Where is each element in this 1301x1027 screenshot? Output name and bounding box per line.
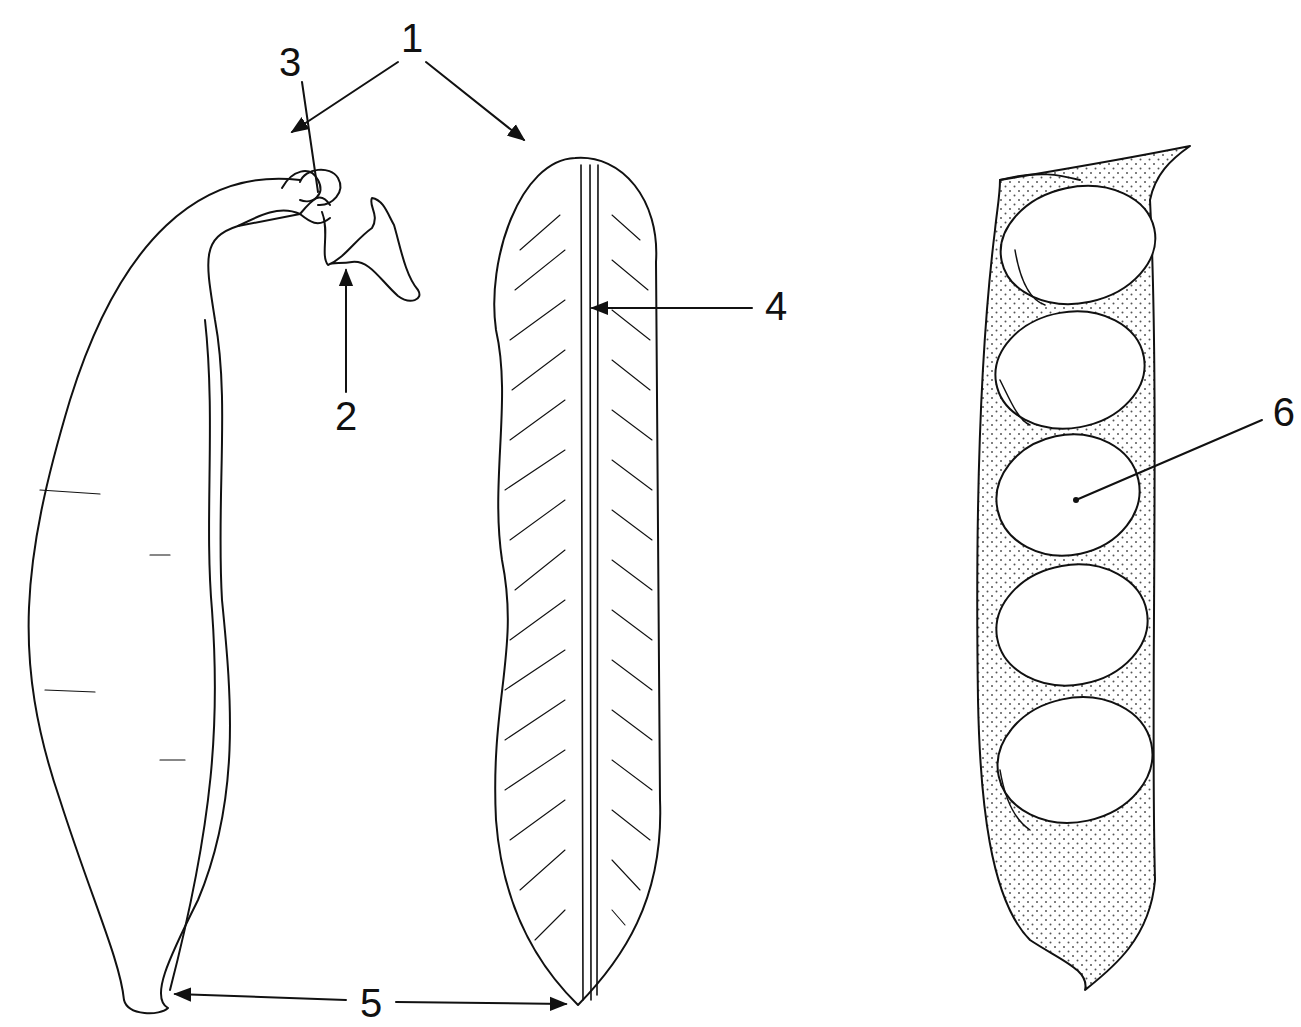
callout-number: 1 xyxy=(398,17,426,59)
callout-number: 2 xyxy=(332,395,360,437)
callout-number: 4 xyxy=(762,285,790,327)
callout-number: 6 xyxy=(1270,391,1298,433)
callout-number: 5 xyxy=(357,982,385,1024)
callout-number: 3 xyxy=(276,41,304,83)
